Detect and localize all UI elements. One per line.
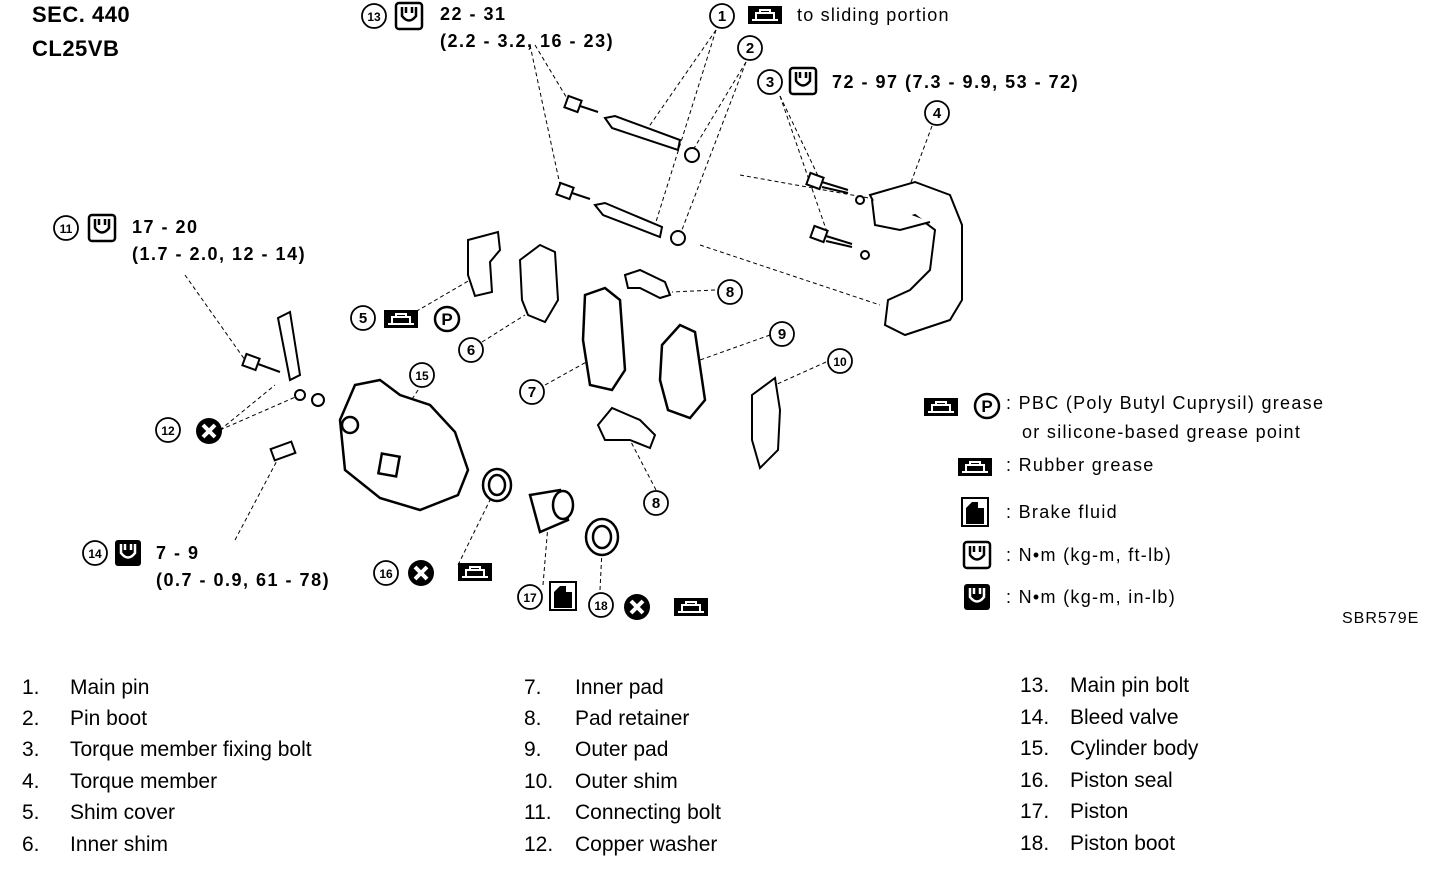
callout-13: 13: [361, 3, 387, 29]
callout-18: 18: [588, 592, 614, 618]
callout-markers: 1 2 3 4 5 6 7 8 9 10 8 11 12 13 14 15 16…: [53, 3, 950, 618]
legend-torque-ftlb: : N•m (kg-m, ft-lb): [1006, 545, 1172, 565]
callout-4: 4: [924, 100, 950, 126]
piston-parts: [481, 467, 620, 557]
svg-text:14: 14: [88, 547, 102, 561]
svg-text:8: 8: [726, 284, 734, 301]
callout-11: 11: [53, 215, 79, 241]
torque-spec-11-line1: 17 - 20: [132, 217, 199, 237]
legend-torque-inlb: : N•m (kg-m, in-lb): [1006, 587, 1177, 607]
callout-3: 3: [757, 69, 783, 95]
torque-member-shape: [868, 180, 963, 337]
legend-brake-fluid: : Brake fluid: [1006, 502, 1118, 522]
cylinder-body-shape: [338, 378, 470, 512]
callout-1: 1: [709, 3, 735, 29]
figure-reference: SBR579E: [1342, 610, 1420, 627]
svg-text:13: 13: [367, 10, 381, 24]
sliding-portion-note: to sliding portion: [797, 5, 950, 25]
connecting-bolt-and-hose: [241, 310, 325, 462]
torque-spec-14-line1: 7 - 9: [156, 543, 200, 563]
main-pins: [555, 94, 700, 246]
outer-shim-shape: [751, 376, 782, 470]
svg-text:18: 18: [594, 599, 608, 613]
callout-5: 5: [350, 305, 376, 331]
leader-lines: [184, 29, 933, 591]
torque-spec-11-line2: (1.7 - 2.0, 12 - 14): [132, 244, 307, 264]
outer-pad-shape: [658, 323, 707, 420]
svg-text:17: 17: [523, 591, 537, 605]
callout-12: 12: [155, 417, 181, 443]
callout-10: 10: [827, 348, 853, 374]
svg-text:4: 4: [933, 105, 942, 122]
callout-8a: 8: [717, 279, 743, 305]
callout-16: 16: [373, 560, 399, 586]
svg-text:3: 3: [766, 74, 774, 91]
pad-retainer-top-shape: [623, 268, 672, 300]
shim-cover-shape: [467, 230, 502, 298]
svg-text:7: 7: [528, 384, 536, 401]
legend-pbc-grease-cont: or silicone-based grease point: [1022, 422, 1302, 442]
callout-7: 7: [519, 379, 545, 405]
callout-9: 9: [769, 321, 795, 347]
svg-text:1: 1: [718, 8, 726, 25]
callout-8b: 8: [643, 490, 669, 516]
pad-retainer-bottom-shape: [596, 406, 657, 450]
svg-text:2: 2: [746, 40, 754, 57]
callout-2: 2: [737, 35, 763, 61]
svg-text:5: 5: [359, 310, 367, 327]
inner-pad-shape: [581, 286, 627, 392]
torque-fixing-bolts: [805, 171, 870, 260]
svg-text:11: 11: [60, 222, 73, 236]
svg-text:10: 10: [833, 355, 847, 369]
callout-14: 14: [82, 540, 108, 566]
svg-text:15: 15: [415, 369, 429, 383]
caliper-exploded-diagram: P: [53, 1, 1001, 622]
svg-text:6: 6: [467, 342, 475, 359]
torque-spec-3: 72 - 97 (7.3 - 9.9, 53 - 72): [832, 72, 1080, 92]
legend-rubber-grease: : Rubber grease: [1006, 455, 1155, 475]
torque-spec-13-line2: (2.2 - 3.2, 16 - 23): [440, 31, 615, 51]
callout-6: 6: [458, 337, 484, 363]
callout-15: 15: [409, 362, 435, 388]
inner-shim-shape: [518, 243, 560, 324]
torque-spec-13-line1: 22 - 31: [440, 4, 507, 24]
svg-text:9: 9: [778, 326, 786, 343]
legend-pbc-grease: : PBC (Poly Butyl Cuprysil) grease: [1006, 393, 1325, 413]
model-code: CL25VB: [32, 36, 120, 61]
svg-text:16: 16: [379, 567, 393, 581]
callout-17: 17: [517, 584, 543, 610]
svg-text:12: 12: [161, 424, 175, 438]
torque-spec-14-line2: (0.7 - 0.9, 61 - 78): [156, 570, 331, 590]
section-number: SEC. 440: [32, 2, 131, 27]
svg-text:8: 8: [652, 495, 660, 512]
